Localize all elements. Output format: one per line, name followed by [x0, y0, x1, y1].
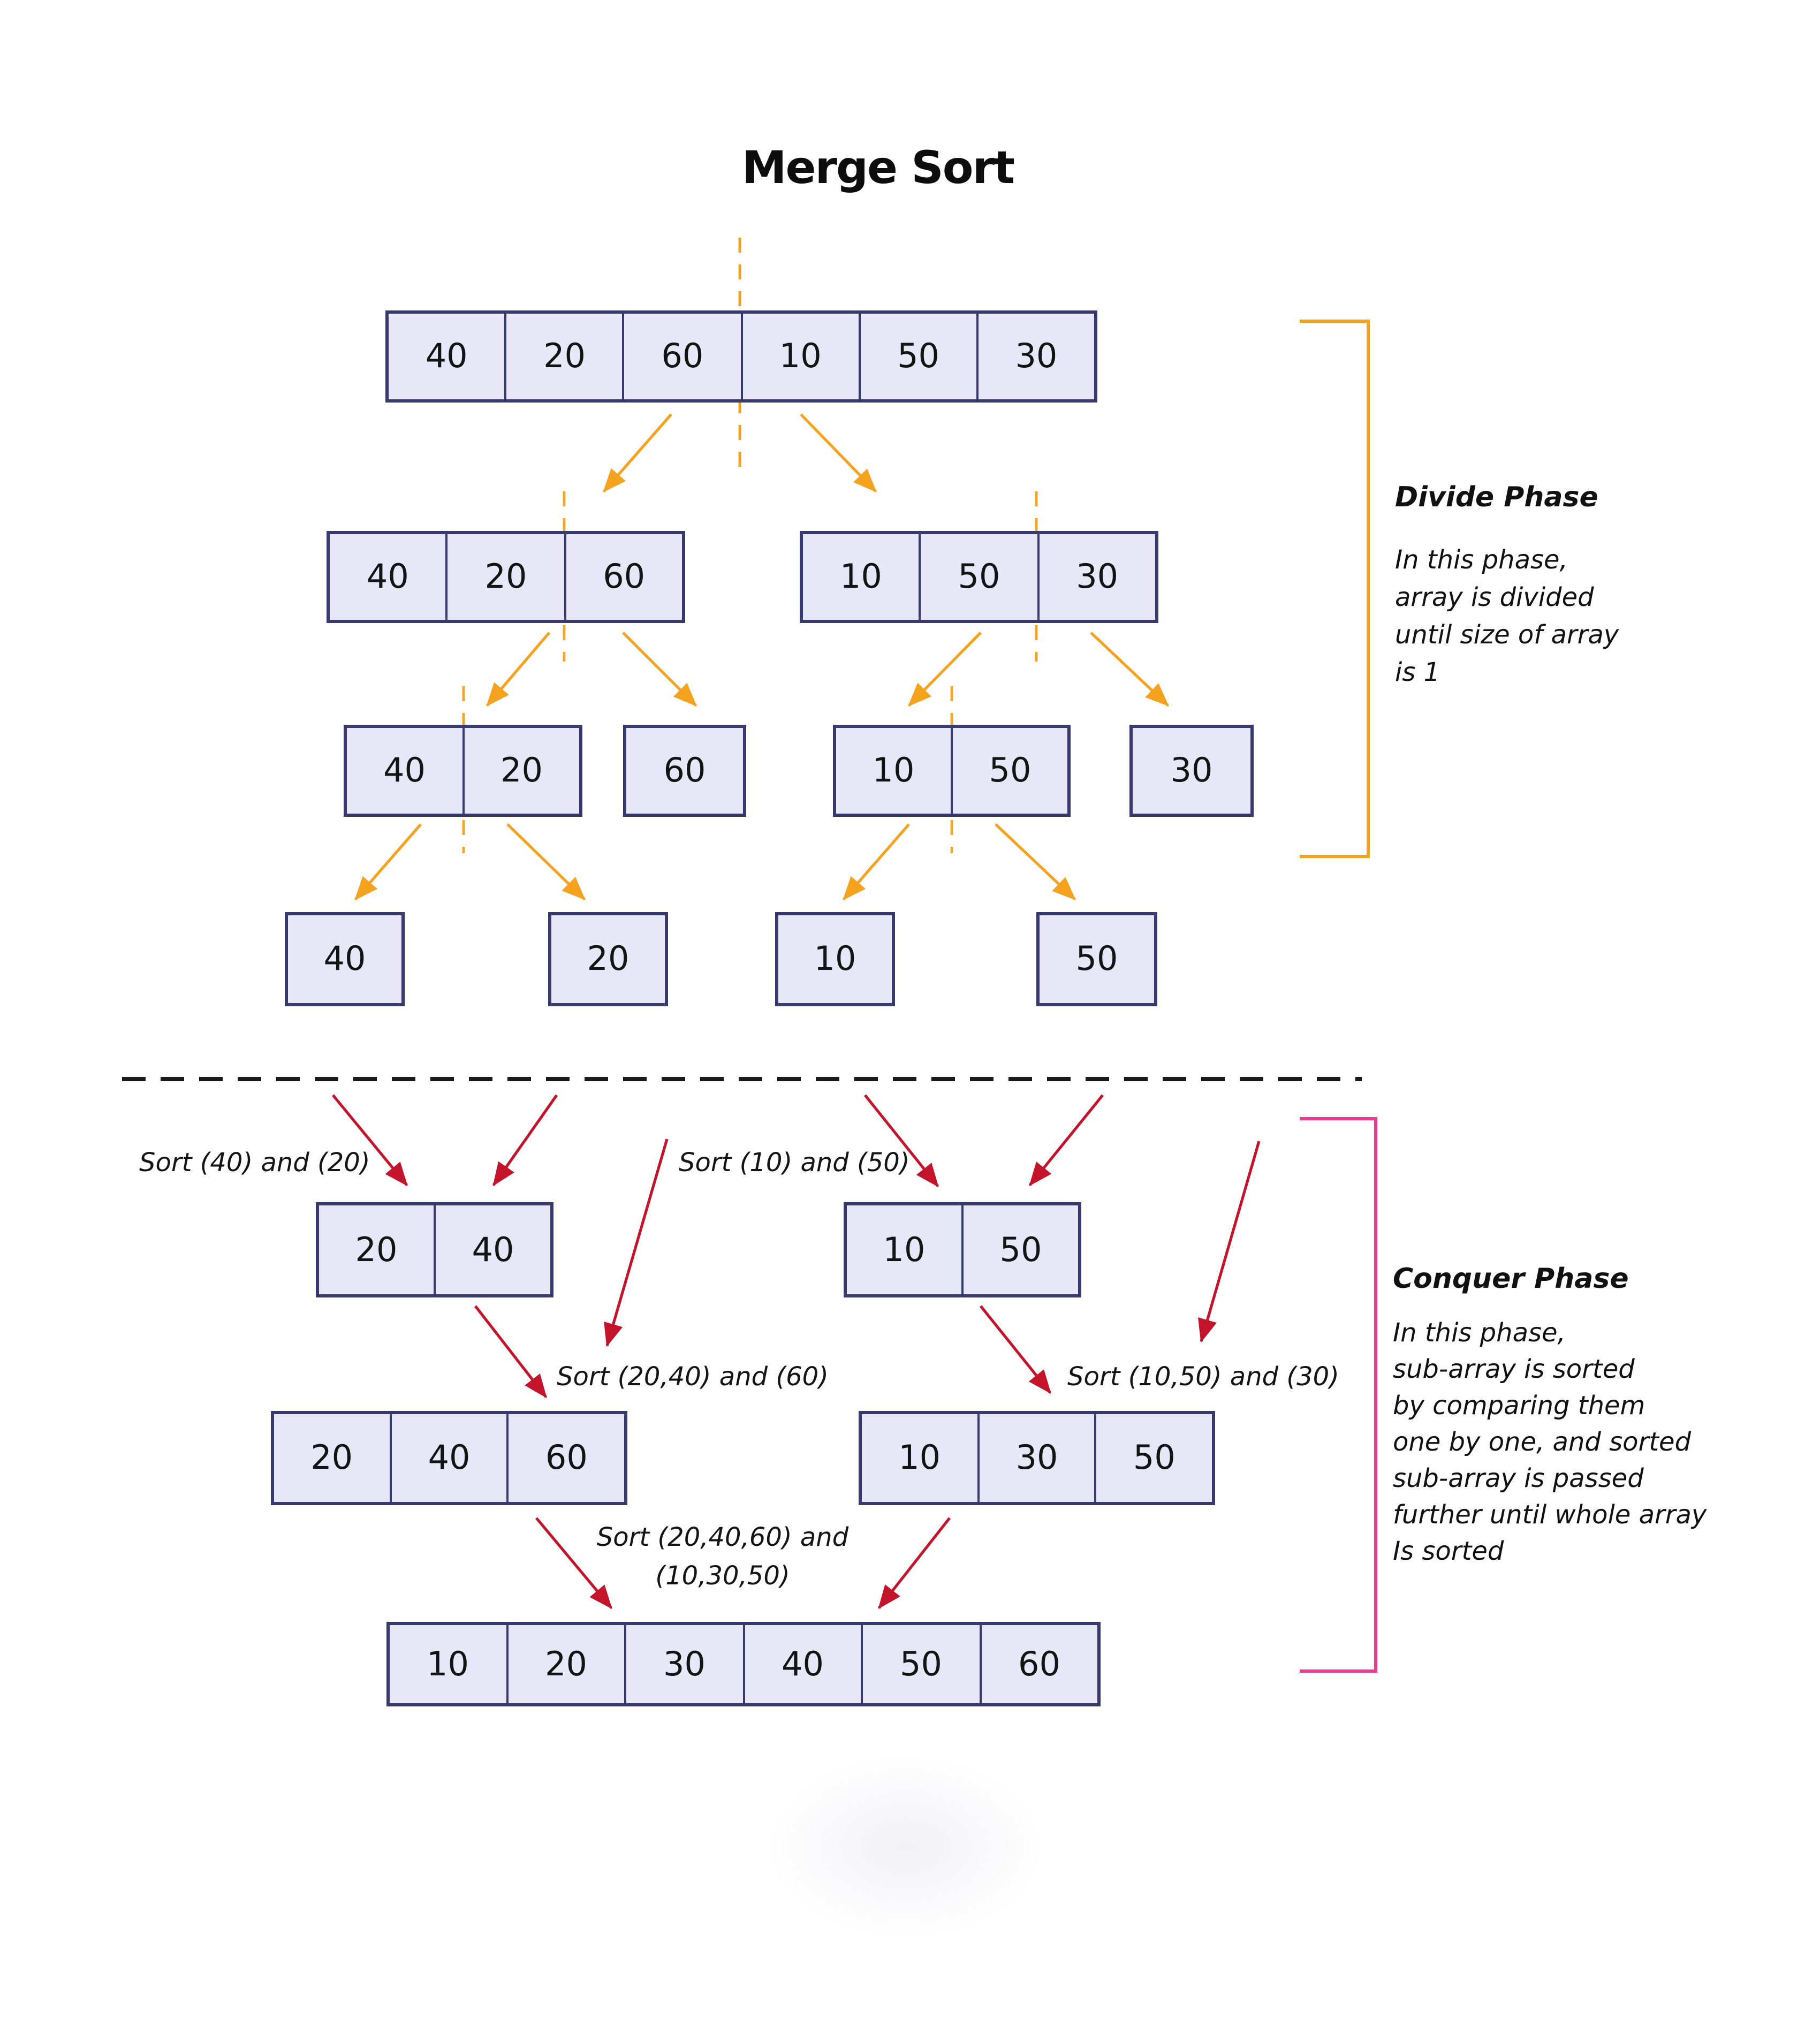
array-sorted-array-cell-1: 20	[506, 1625, 624, 1703]
array-merged-10-50: 10 50	[844, 1202, 1081, 1297]
conquer-phase-bracket	[1300, 1117, 1377, 1673]
array-sorted-array-cell-3: 40	[742, 1625, 861, 1703]
sort-label-4: Sort (20,40,60) and	[596, 1522, 849, 1552]
array-pair-10-50-cell-0: 10	[872, 752, 915, 790]
merge-arrow	[1198, 1141, 1261, 1343]
array-root-cell-0: 40	[425, 337, 468, 376]
merge-arrow	[474, 1305, 548, 1399]
array-single-50: 50	[1036, 912, 1157, 1006]
divide-phase-bracket	[1300, 320, 1370, 858]
divide-phase-description: In this phase, array is divided until size…	[1395, 542, 1619, 692]
array-single-20: 20	[548, 912, 668, 1006]
array-pair-40-20-cell-0: 40	[383, 752, 426, 790]
array-left-half-cell-2: 60	[564, 534, 682, 620]
array-merged-20-40-cell-1: 40	[434, 1205, 550, 1294]
array-single-30-cell-0: 30	[1170, 752, 1213, 790]
conquer-phase-description: In this phase, sub-array is sorted by comp…	[1393, 1315, 1707, 1569]
note-1-line-3: one by one, and sorted	[1393, 1427, 1692, 1457]
divide-arrow	[800, 413, 877, 492]
divide-arrow	[486, 632, 550, 707]
divide-arrow	[843, 823, 910, 900]
array-merged-10-30-50-cell-2: 50	[1094, 1414, 1212, 1502]
merge-arrow	[1028, 1094, 1104, 1187]
divide-phase-heading: Divide Phase	[1395, 482, 1598, 514]
watermark-blob	[767, 1756, 1045, 1938]
diagram-title: Merge Sort	[741, 141, 1015, 194]
note-0-line-1: array is divided	[1395, 582, 1594, 612]
note-1-line-5: further until whole array	[1393, 1500, 1707, 1530]
array-pair-10-50-cell-1: 50	[951, 728, 1067, 814]
array-root-cell-4: 50	[858, 314, 976, 399]
array-single-30: 30	[1129, 725, 1254, 817]
merge-arrow	[492, 1094, 558, 1187]
sort-label-3: Sort (10,50) and (30)	[1067, 1362, 1339, 1392]
merge-arrow	[604, 1139, 669, 1347]
array-single-10: 10	[775, 912, 895, 1006]
note-0-line-2: until size of array	[1395, 620, 1619, 650]
array-merged-20-40-60-cell-0: 20	[310, 1439, 353, 1477]
array-root-cell-2: 60	[622, 314, 740, 399]
array-single-40-cell-0: 40	[323, 940, 366, 978]
array-sorted-array-cell-5: 60	[979, 1625, 1097, 1703]
array-root-cell-3: 10	[740, 314, 858, 399]
merge-arrow	[979, 1305, 1052, 1394]
array-single-10-cell-0: 10	[814, 940, 856, 978]
array-right-half-cell-1: 50	[919, 534, 1037, 620]
array-single-50-cell-0: 50	[1075, 940, 1118, 978]
array-right-half-cell-0: 10	[839, 558, 882, 596]
array-pair-40-20: 40 20	[344, 725, 582, 817]
divide-arrow	[622, 632, 697, 707]
array-merged-10-50-cell-1: 50	[961, 1205, 1078, 1294]
array-root-cell-5: 30	[976, 314, 1094, 399]
note-1-line-0: In this phase,	[1393, 1318, 1566, 1348]
divide-arrow	[995, 823, 1076, 900]
note-0-line-0: In this phase,	[1395, 545, 1568, 575]
divide-arrow	[354, 823, 422, 900]
array-left-half-cell-0: 40	[366, 558, 409, 596]
array-left-half-cell-1: 20	[445, 534, 564, 620]
array-merged-10-50-cell-0: 10	[883, 1231, 926, 1269]
conquer-phase-heading: Conquer Phase	[1393, 1263, 1629, 1295]
array-single-60: 60	[623, 725, 746, 817]
sort-label-5: (10,30,50)	[655, 1561, 790, 1591]
note-0-line-3: is 1	[1395, 657, 1440, 687]
note-1-line-6: Is sorted	[1393, 1536, 1504, 1566]
divide-arrow	[506, 823, 586, 900]
merge-arrow	[877, 1517, 951, 1610]
array-merged-10-30-50-cell-0: 10	[898, 1439, 941, 1477]
array-root-cell-1: 20	[504, 314, 622, 399]
note-1-line-2: by comparing them	[1393, 1391, 1645, 1421]
array-single-60-cell-0: 60	[663, 752, 706, 790]
divide-arrow	[908, 632, 982, 707]
array-sorted-array-cell-4: 50	[861, 1625, 979, 1703]
array-pair-40-20-cell-1: 20	[462, 728, 579, 814]
array-sorted-array-cell-0: 10	[427, 1645, 469, 1683]
divide-arrow	[603, 413, 672, 492]
array-pair-10-50: 10 50	[833, 725, 1071, 817]
array-single-20-cell-0: 20	[587, 940, 630, 978]
array-merged-20-40-60-cell-2: 60	[506, 1414, 624, 1502]
array-merged-20-40-cell-0: 20	[355, 1231, 398, 1269]
sort-label-2: Sort (20,40) and (60)	[557, 1362, 829, 1392]
array-merged-10-30-50-cell-1: 30	[977, 1414, 1094, 1502]
array-sorted-array-cell-2: 30	[624, 1625, 742, 1703]
array-right-half-cell-2: 30	[1037, 534, 1155, 620]
sort-label-0: Sort (40) and (20)	[139, 1148, 370, 1178]
note-1-line-4: sub-array is passed	[1393, 1463, 1644, 1493]
array-merged-20-40-60-cell-1: 40	[389, 1414, 506, 1502]
array-single-40: 40	[285, 912, 405, 1006]
sort-label-1: Sort (10) and (50)	[679, 1148, 910, 1178]
note-1-line-1: sub-array is sorted	[1393, 1354, 1635, 1384]
divide-arrow	[1090, 632, 1169, 707]
